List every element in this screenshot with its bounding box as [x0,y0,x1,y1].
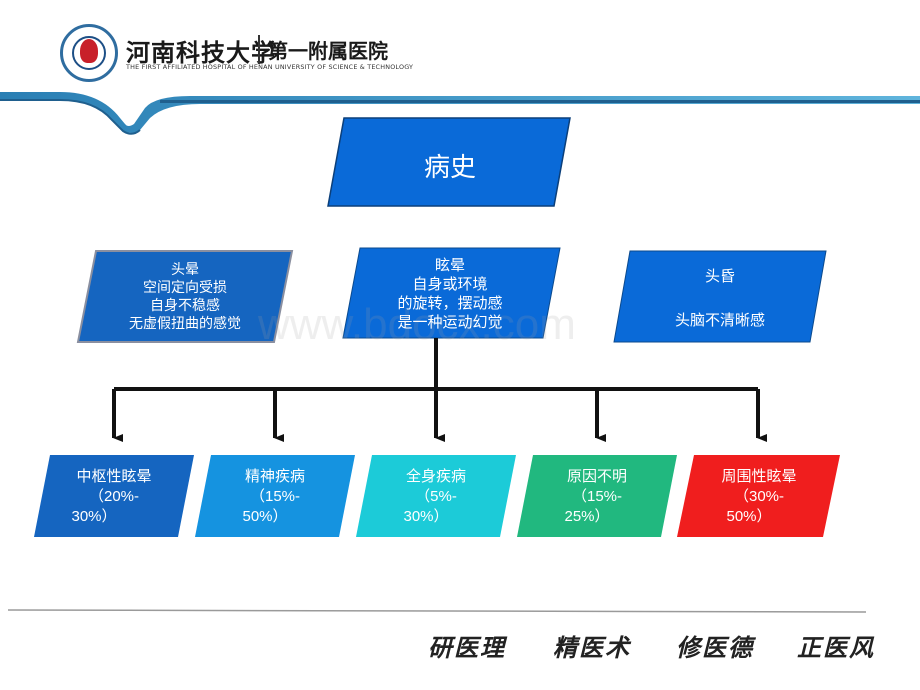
category-range: （20%- [88,488,140,505]
history-box [327,117,571,207]
motto-2: 精医术 [553,633,631,662]
vertigo-line: 是一种运动幻觉 [397,313,503,331]
dizziness-text: 头晕 空间定向受损 自身不稳感 无虚假扭曲的感觉 [85,252,285,342]
category-text: 全身疾病 （5%- 30%） [364,462,508,532]
giddiness-line: 头脑不清晰感 [674,311,765,329]
hospital-logo [60,24,118,82]
category-name: 周围性眩晕 [721,468,797,485]
dizziness-line: 空间定向受损 [143,280,227,296]
vertigo-text: 眩晕 自身或环境 的旋转，摆动感 是一种运动幻觉 [350,250,550,338]
footer-divider [7,609,867,613]
category-name: 中枢性眩晕 [76,468,152,485]
giddiness-line: 头昏 [704,267,735,285]
category-text: 周围性眩晕 （30%- 50%） [686,462,832,532]
dizziness-line: 自身不稳感 [150,298,220,314]
category-text: 精神疾病 （15%- 50%） [203,462,347,532]
psychiatric-disease-box [195,455,355,537]
motto-1: 研医理 [428,633,506,662]
vertigo-definition-box [342,247,561,339]
vertigo-line: 眩晕 [434,256,465,274]
category-range: 30%） [71,508,117,525]
category-text: 中枢性眩晕 （20%- 30%） [42,462,186,532]
motto-3: 修医德 [676,633,754,662]
header-band [0,92,920,135]
vertigo-line: 的旋转，摆动感 [397,294,503,312]
dizziness-line: 头晕 [171,262,199,278]
systemic-disease-box [356,455,516,537]
connector-lines [112,338,767,442]
vertigo-line: 自身或环境 [412,275,488,293]
category-name: 全身疾病 [405,468,466,485]
category-range: 50%） [726,508,772,525]
watermark: www.bdocx.com [258,300,576,349]
category-range: （30%- [733,488,785,505]
giddiness-text: 头昏 头脑不清晰感 [620,258,820,338]
category-range: 25%） [564,508,610,525]
category-name: 精神疾病 [244,468,305,485]
category-name: 原因不明 [566,468,627,485]
category-range: （5%- [415,488,457,505]
category-range: 50%） [242,508,288,525]
hospital-english-name: THE FIRST AFFILIATED HOSPITAL OF HENAN U… [126,63,414,71]
category-range: 30%） [403,508,449,525]
giddiness-definition-box [613,250,827,343]
unknown-cause-box [517,455,677,537]
peripheral-vertigo-box [677,455,840,537]
dizziness-definition-box [76,250,294,343]
motto-4: 正医风 [797,633,875,662]
category-range: （15%- [571,488,623,505]
central-vertigo-box [34,455,194,537]
history-label: 病史 [423,152,476,183]
hospital-name: 第一附属医院 [258,35,388,64]
category-range: （15%- [249,488,301,505]
dizziness-line: 无虚假扭曲的感觉 [129,316,241,332]
university-name: 河南科技大学 [126,38,276,67]
category-text: 原因不明 （15%- 25%） [525,462,669,532]
